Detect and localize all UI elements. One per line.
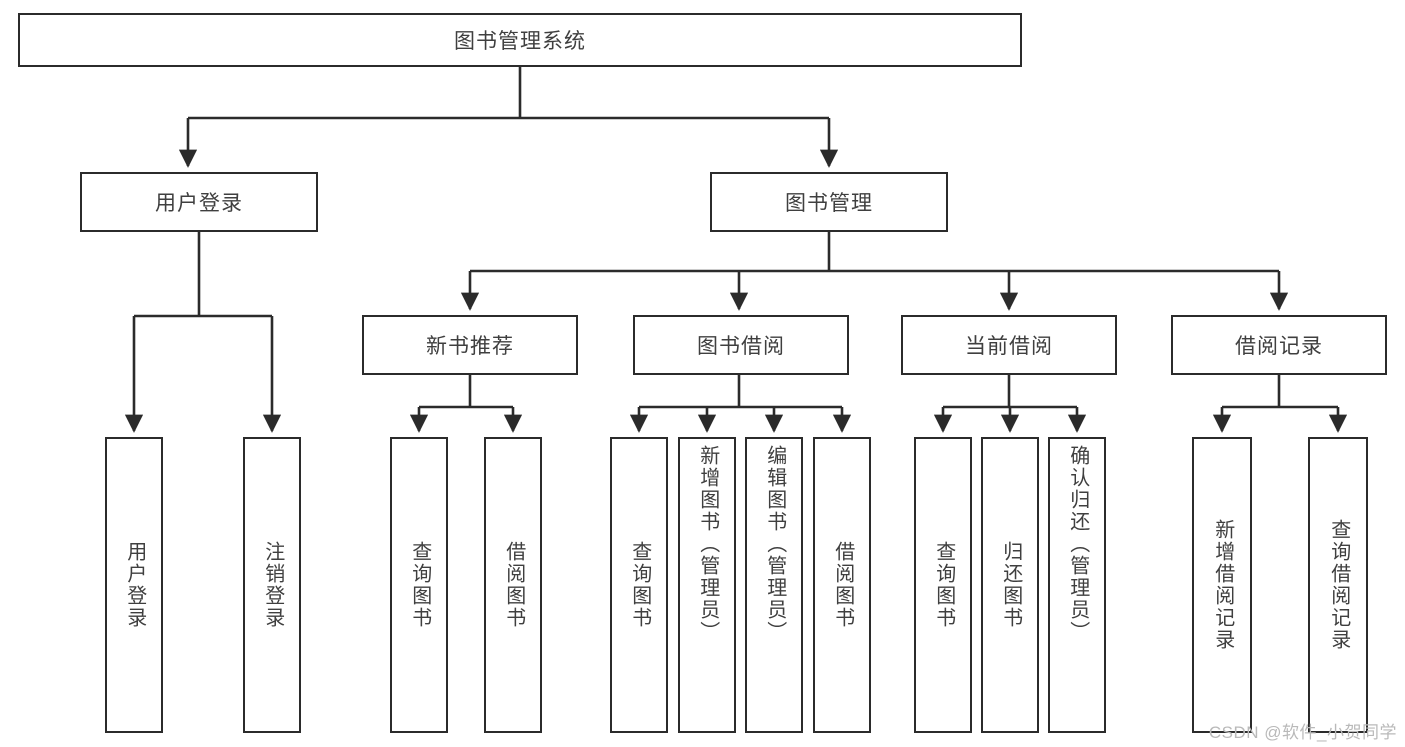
leaf-book-borrow-borrow[interactable]: 借阅图书 (813, 437, 871, 733)
leaf-label: 确认归还（管理员） (1066, 445, 1089, 643)
node-book-management[interactable]: 图书管理 (710, 172, 948, 232)
leaf-current-borrow-query[interactable]: 查询图书 (914, 437, 972, 733)
leaf-book-borrow-edit[interactable]: 编辑图书（管理员） (745, 437, 803, 733)
leaf-user-login-login[interactable]: 用户登录 (105, 437, 163, 733)
leaf-book-borrow-query[interactable]: 查询图书 (610, 437, 668, 733)
leaf-current-borrow-confirm-return[interactable]: 确认归还（管理员） (1048, 437, 1106, 733)
node-current-borrow[interactable]: 当前借阅 (901, 315, 1117, 375)
leaf-label: 借阅图书 (502, 541, 525, 629)
leaf-user-login-logout[interactable]: 注销登录 (243, 437, 301, 733)
leaf-borrow-record-add[interactable]: 新增借阅记录 (1192, 437, 1252, 733)
node-borrow-record[interactable]: 借阅记录 (1171, 315, 1387, 375)
leaf-label: 查询借阅记录 (1327, 519, 1350, 651)
leaf-label: 新增图书（管理员） (696, 445, 719, 643)
leaf-label: 查询图书 (932, 541, 955, 629)
node-book-borrow[interactable]: 图书借阅 (633, 315, 849, 375)
leaf-label: 查询图书 (628, 541, 651, 629)
csdn-watermark: CSDN @软件_小贺同学 (1208, 723, 1397, 742)
node-root-system[interactable]: 图书管理系统 (18, 13, 1022, 67)
leaf-new-book-query[interactable]: 查询图书 (390, 437, 448, 733)
leaf-label: 借阅图书 (831, 541, 854, 629)
node-new-book-recommend[interactable]: 新书推荐 (362, 315, 578, 375)
node-user-login[interactable]: 用户登录 (80, 172, 318, 232)
leaf-borrow-record-query[interactable]: 查询借阅记录 (1308, 437, 1368, 733)
leaf-label: 新增借阅记录 (1211, 519, 1234, 651)
leaf-label: 用户登录 (123, 541, 146, 629)
leaf-current-borrow-return[interactable]: 归还图书 (981, 437, 1039, 733)
leaf-label: 注销登录 (261, 541, 284, 629)
leaf-label: 归还图书 (999, 541, 1022, 629)
leaf-label: 编辑图书（管理员） (763, 445, 786, 643)
leaf-book-borrow-add[interactable]: 新增图书（管理员） (678, 437, 736, 733)
leaf-new-book-borrow[interactable]: 借阅图书 (484, 437, 542, 733)
leaf-label: 查询图书 (408, 541, 431, 629)
